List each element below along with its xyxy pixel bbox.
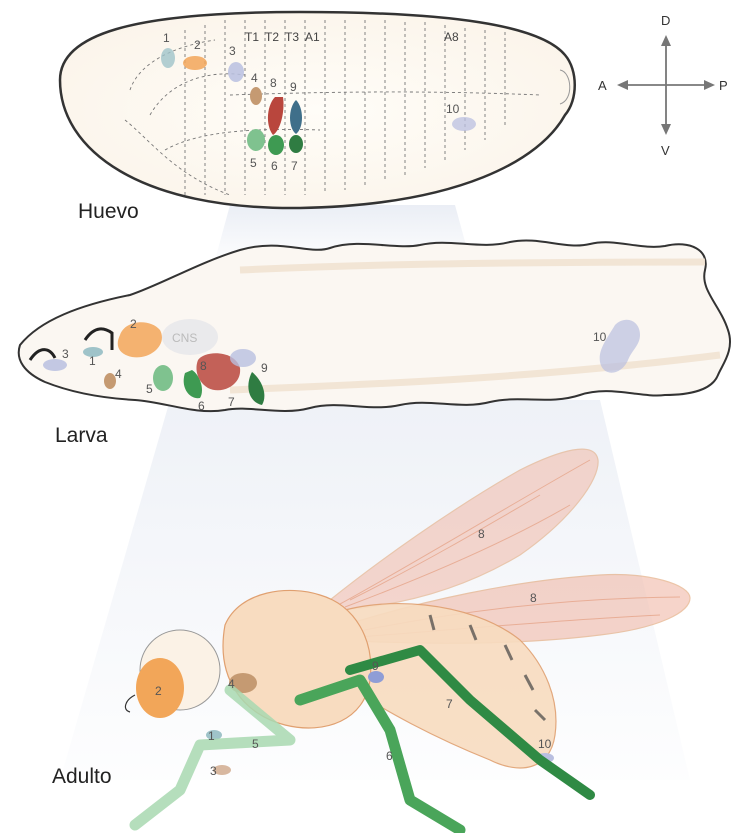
adult-disc-label-1: 1 [208, 729, 215, 743]
segment-label-t2: T2 [265, 30, 279, 44]
larva-disc-label-1: 1 [89, 354, 96, 368]
egg-disc-3 [228, 62, 244, 82]
adult-disc-label-9: 9 [372, 659, 379, 673]
egg-disc-1 [161, 48, 175, 68]
axis-label-posterior: P [719, 78, 728, 93]
adult-disc-label-5: 5 [252, 737, 259, 751]
adult-disc-label-4: 4 [228, 677, 235, 691]
adult-disc-label-7: 7 [446, 697, 453, 711]
stage-label-larva: Larva [55, 424, 108, 447]
egg-disc-2 [183, 56, 207, 70]
egg-disc-label-9: 9 [290, 80, 297, 94]
adult-disc-label-10: 10 [538, 737, 552, 751]
adult-disc-label-2: 2 [155, 684, 162, 698]
egg-disc-10 [452, 117, 476, 131]
larva-disc-label-10: 10 [593, 330, 607, 344]
egg-disc-6 [268, 135, 284, 155]
stage-label-egg: Huevo [78, 200, 139, 223]
egg-disc-label-8: 8 [270, 76, 277, 90]
egg-embryo: 1 2 3 4 8 9 5 6 7 10 T1 T2 T3 A1 A8 [60, 12, 575, 208]
adult-disc-label-3: 3 [210, 764, 217, 778]
egg-disc-5 [247, 129, 265, 151]
egg-disc-label-10: 10 [446, 102, 460, 116]
larva-disc-label-6: 6 [198, 399, 205, 413]
egg-disc-label-1: 1 [163, 31, 170, 45]
segment-label-a8: A8 [444, 30, 459, 44]
egg-disc-label-2: 2 [194, 38, 201, 52]
larva-disc-9 [230, 349, 256, 367]
axis-label-ventral: V [661, 143, 670, 158]
larva-disc-label-3: 3 [62, 347, 69, 361]
larva-disc-label-7: 7 [228, 395, 235, 409]
egg-disc-4 [250, 87, 262, 105]
adult-disc-label-6: 6 [386, 749, 393, 763]
orientation-compass [617, 35, 715, 135]
egg-disc-label-3: 3 [229, 44, 236, 58]
larva-disc-label-8: 8 [200, 359, 207, 373]
axis-label-anterior: A [598, 78, 607, 93]
egg-disc-7 [289, 135, 303, 153]
axis-label-dorsal: D [661, 13, 670, 28]
larva-disc-label-4: 4 [115, 367, 122, 381]
egg-disc-label-7: 7 [291, 159, 298, 173]
egg-disc-label-6: 6 [271, 159, 278, 173]
larva-disc-label-2: 2 [130, 317, 137, 331]
larva-cns-label: CNS [172, 331, 197, 345]
larva-disc-label-5: 5 [146, 382, 153, 396]
segment-label-t1: T1 [245, 30, 259, 44]
egg-disc-label-5: 5 [250, 156, 257, 170]
adult-wing-label-8-upper: 8 [478, 527, 485, 541]
larva: CNS 3 1 2 4 5 6 8 7 9 10 [19, 240, 730, 413]
larva-disc-label-9: 9 [261, 361, 268, 375]
stage-label-adult: Adulto [52, 765, 112, 788]
larva-disc-5 [153, 365, 173, 391]
egg-disc-label-4: 4 [251, 71, 258, 85]
adult-wing-label-8-lower: 8 [530, 591, 537, 605]
segment-label-a1: A1 [305, 30, 320, 44]
segment-label-t3: T3 [285, 30, 299, 44]
